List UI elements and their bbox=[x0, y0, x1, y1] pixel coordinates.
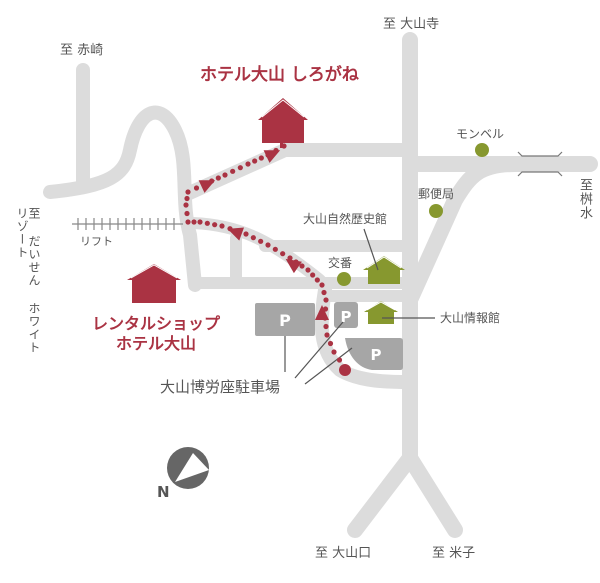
route-dot bbox=[197, 219, 203, 225]
post-office-label: 郵便局 bbox=[418, 187, 455, 201]
route-dot bbox=[184, 210, 190, 217]
destination-masumizu: 至桝水 bbox=[577, 178, 592, 220]
route-dot bbox=[185, 189, 191, 195]
lift-label: リフト bbox=[80, 235, 113, 248]
police-box-label: 交番 bbox=[328, 256, 353, 270]
route-start-marker bbox=[339, 364, 351, 376]
route-dot bbox=[324, 332, 330, 338]
rental-shop-line2: ホテル大山 bbox=[115, 334, 196, 353]
route-dot bbox=[183, 202, 189, 208]
dot-icon-post-office bbox=[429, 204, 443, 218]
route-dot bbox=[281, 143, 287, 149]
destination-yonago: 至 米子 bbox=[432, 546, 476, 561]
house-icon bbox=[363, 256, 405, 284]
road-fork-yonago bbox=[402, 450, 463, 538]
route-dot bbox=[243, 231, 249, 237]
bridge-icon bbox=[517, 151, 563, 177]
road-curvy bbox=[43, 105, 202, 292]
route-dot bbox=[327, 340, 334, 347]
facility-leader-lines bbox=[363, 228, 435, 319]
route-dot bbox=[321, 289, 327, 296]
parking-lot-small bbox=[334, 302, 358, 328]
house-icon bbox=[127, 264, 181, 303]
route-dot bbox=[258, 155, 264, 161]
parking-sign-west: P bbox=[279, 311, 291, 330]
route-dot bbox=[299, 263, 305, 269]
route-dot bbox=[319, 282, 325, 288]
route-dot bbox=[287, 255, 293, 261]
route-dot bbox=[184, 195, 190, 202]
route-dot bbox=[245, 161, 251, 167]
triangle-arrow-icon bbox=[315, 305, 329, 320]
destination-daisenguchi: 至 大山口 bbox=[315, 546, 372, 561]
route-dot bbox=[323, 323, 329, 330]
route-dot bbox=[250, 235, 256, 241]
road-diagonal bbox=[402, 156, 523, 308]
parking-sign-small: P bbox=[341, 308, 352, 326]
route-dot bbox=[237, 165, 243, 171]
route-dot bbox=[230, 168, 236, 174]
hotel-shirogane-label: ホテル大山 しろがね bbox=[200, 65, 359, 85]
house-icon bbox=[364, 301, 398, 324]
parking-leader-lines bbox=[284, 321, 353, 385]
route-dot bbox=[219, 223, 225, 229]
route-dot bbox=[204, 220, 210, 226]
triangle-arrow-icon bbox=[285, 258, 302, 274]
route-dot bbox=[193, 185, 200, 191]
parking-lot-east bbox=[345, 338, 403, 370]
parking-lot-label: 大山博労座駐車場 bbox=[160, 378, 281, 396]
route-dot bbox=[258, 238, 264, 244]
route-dot bbox=[305, 267, 311, 273]
destination-akasaki: 至 赤崎 bbox=[60, 43, 104, 58]
route-dot bbox=[336, 357, 343, 363]
monbell-label: モンベル bbox=[456, 127, 505, 141]
route-dot bbox=[185, 219, 191, 225]
road-fork-daisenguchi bbox=[347, 450, 418, 538]
route-dot bbox=[265, 242, 271, 248]
info-center-label: 大山情報館 bbox=[440, 311, 501, 325]
dot-icon-police-box bbox=[337, 272, 351, 286]
walking-route bbox=[183, 143, 351, 376]
triangle-arrow-icon bbox=[227, 227, 245, 241]
parking-lots: P P P bbox=[255, 302, 403, 370]
house-icon bbox=[258, 98, 308, 148]
natural-history-museum-label: 大山自然歴史館 bbox=[303, 212, 388, 226]
destination-daisenji: 至 大山寺 bbox=[383, 17, 440, 32]
route-dot bbox=[272, 246, 278, 252]
parking-sign-east: P bbox=[371, 346, 382, 364]
route-dot bbox=[314, 277, 320, 283]
compass-north-label: N bbox=[157, 483, 170, 501]
route-dot bbox=[331, 349, 337, 355]
route-dot bbox=[280, 251, 286, 257]
route-dot bbox=[215, 175, 221, 181]
dot-icon-monbell bbox=[475, 143, 489, 157]
destination-daisen-white-resort: 至 だいせん ホワイトリゾート bbox=[15, 207, 41, 354]
parking-lot-west bbox=[255, 303, 315, 336]
rental-shop-line1: レンタルショップ bbox=[91, 314, 220, 333]
triangle-arrow-icon bbox=[198, 180, 216, 193]
route-dot bbox=[191, 219, 197, 225]
north-arrow-icon bbox=[167, 447, 209, 489]
route-dot bbox=[222, 172, 228, 178]
route-dot bbox=[252, 158, 258, 164]
route-dot bbox=[323, 297, 329, 303]
route-dot bbox=[212, 222, 218, 228]
lift-line bbox=[72, 218, 183, 230]
route-dot bbox=[310, 272, 316, 278]
rental-shop-label: レンタルショップ ホテル大山 bbox=[82, 314, 230, 354]
triangle-arrow-icon bbox=[263, 150, 281, 163]
